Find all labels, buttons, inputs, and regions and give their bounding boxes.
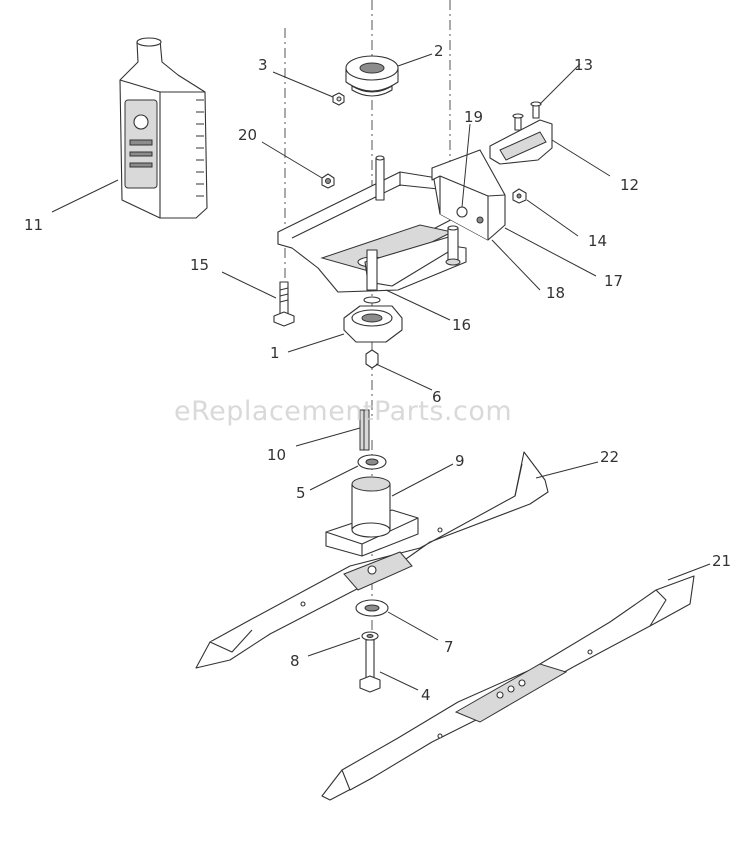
washer-7[interactable] xyxy=(355,599,389,617)
watermark-text: eReplacementParts.com xyxy=(174,396,512,427)
callout-labels: 11 2 3 20 15 1 6 10 5 9 22 21 8 7 4 16 1… xyxy=(24,42,731,704)
grease-fitting[interactable] xyxy=(365,349,379,369)
pulley-top[interactable] xyxy=(345,55,399,97)
callout-1: 1 xyxy=(270,344,280,362)
callout-8: 8 xyxy=(290,652,300,670)
callout-3: 3 xyxy=(258,56,268,74)
bearing-housing[interactable] xyxy=(343,296,403,343)
leader-lines xyxy=(51,53,711,691)
callout-18: 18 xyxy=(546,284,565,302)
screws-13[interactable] xyxy=(512,101,542,131)
switch-box[interactable] xyxy=(431,149,506,241)
callout-17: 17 xyxy=(604,272,623,290)
callout-19: 19 xyxy=(464,108,483,126)
bolt-15[interactable] xyxy=(273,281,295,327)
nut-20[interactable] xyxy=(321,173,335,189)
spacer-5[interactable] xyxy=(357,454,387,470)
callout-2: 2 xyxy=(434,42,444,60)
callout-13: 13 xyxy=(574,56,593,74)
callout-12: 12 xyxy=(620,176,639,194)
callout-10: 10 xyxy=(267,446,286,464)
blade-adapter[interactable] xyxy=(325,476,419,557)
callout-6: 6 xyxy=(432,388,442,406)
callout-5: 5 xyxy=(296,484,306,502)
blade-bolt[interactable] xyxy=(359,639,381,693)
nut-3[interactable] xyxy=(332,92,345,106)
callout-21: 21 xyxy=(712,552,731,570)
callout-20: 20 xyxy=(238,126,257,144)
idler-arm[interactable] xyxy=(364,225,461,291)
oil-bottle[interactable] xyxy=(119,37,208,219)
callout-9: 9 xyxy=(455,452,465,470)
callout-22: 22 xyxy=(600,448,619,466)
callout-4: 4 xyxy=(421,686,431,704)
shaft-key[interactable] xyxy=(359,409,370,451)
bracket-post[interactable] xyxy=(375,155,385,201)
blade-21[interactable] xyxy=(321,575,695,801)
lock-washer-8[interactable] xyxy=(361,631,379,641)
callout-15: 15 xyxy=(190,256,209,274)
callout-7: 7 xyxy=(444,638,454,656)
bracket-12[interactable] xyxy=(489,119,553,165)
callout-16: 16 xyxy=(452,316,471,334)
nut-14[interactable] xyxy=(512,188,527,204)
callout-11: 11 xyxy=(24,216,43,234)
blade-22[interactable] xyxy=(195,451,549,669)
callout-14: 14 xyxy=(588,232,607,250)
